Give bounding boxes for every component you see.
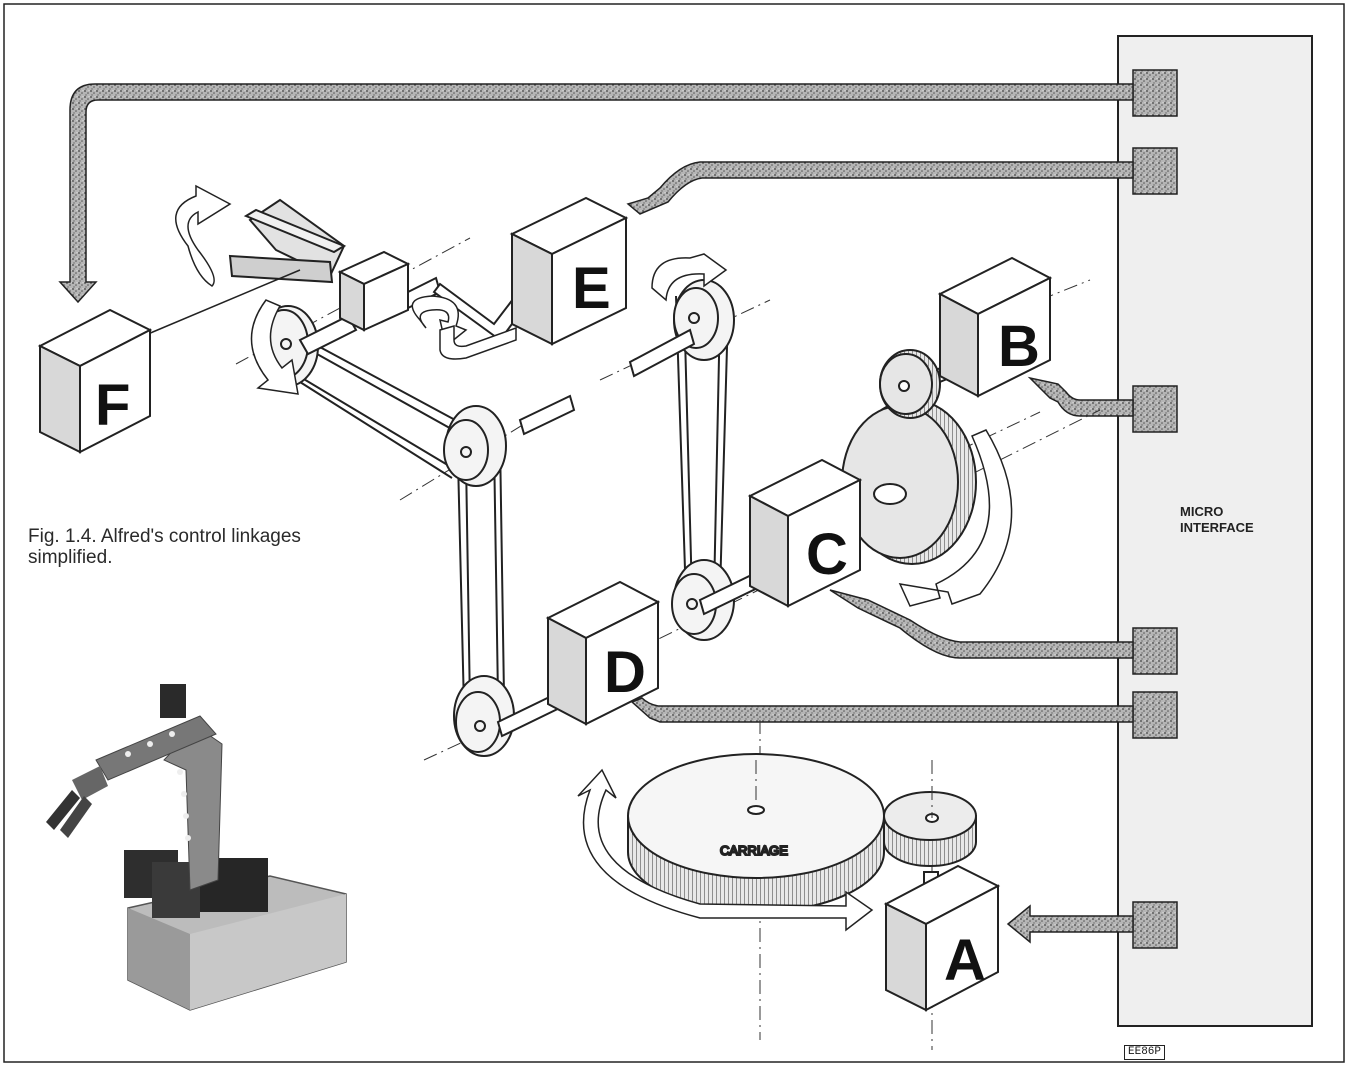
gripper	[230, 200, 344, 282]
signal-arrow-c	[830, 590, 1133, 658]
motor-e-label: E	[572, 256, 611, 321]
motor-f: F	[40, 310, 150, 452]
micro-interface-label-line: INTERFACE	[1180, 520, 1254, 535]
motor-c-label: C	[806, 522, 848, 587]
port-d	[1133, 692, 1177, 738]
motor-d-label: D	[604, 640, 646, 705]
gear-small-b	[880, 350, 940, 418]
rotation-arrow-gripper	[176, 186, 230, 286]
motor-b: B	[940, 258, 1050, 396]
pulley-base	[454, 676, 514, 756]
figure-caption: Fig. 1.4. Alfred's control linkages simp…	[28, 526, 368, 568]
figure-code: EE86P	[1124, 1045, 1165, 1060]
motor-b-label: B	[998, 314, 1040, 379]
micro-interface-label-line: MICRO	[1180, 504, 1223, 519]
signal-arrow-e	[628, 162, 1133, 214]
motor-d: D	[548, 582, 658, 724]
motor-a: A	[886, 866, 998, 1010]
port-c	[1133, 628, 1177, 674]
signal-arrow-a	[1008, 906, 1133, 942]
gear-small-a	[884, 792, 976, 866]
port-f	[1133, 70, 1177, 116]
motor-f-label: F	[95, 373, 130, 438]
carriage-turntable: CARRIAGE	[628, 754, 884, 912]
robot-arm-photo	[46, 684, 346, 1010]
port-e	[1133, 148, 1177, 194]
port-b	[1133, 386, 1177, 432]
carriage-label: CARRIAGE	[720, 843, 788, 858]
motor-e: E	[512, 198, 626, 344]
port-a	[1133, 902, 1177, 948]
motor-c: C	[750, 460, 860, 606]
motor-cube-small-wrist	[340, 252, 408, 330]
motor-a-label: A	[944, 928, 986, 993]
gear-large-shoulder	[842, 400, 976, 564]
signal-arrow-d	[632, 698, 1133, 722]
